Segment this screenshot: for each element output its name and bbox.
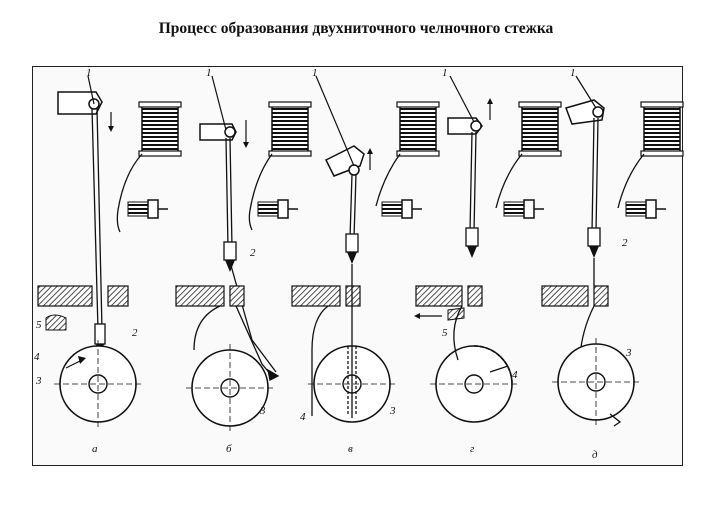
bobbin-spool [138,101,182,157]
thread-loop [579,258,595,357]
stage-letter: в [348,443,353,455]
label-1: 1 [570,67,576,79]
bobbin-spool [268,101,312,157]
stage-b: 1 2 3 б [175,67,312,455]
bobbin-spool [518,101,562,157]
take-up-lever-1 [57,75,103,115]
label-1: 1 [442,67,448,79]
label-5: 5 [442,327,448,339]
take-up-lever-1 [447,75,483,135]
arrow-icon [243,120,249,148]
needle-2 [345,233,359,264]
rotating-hook-3 [186,344,274,432]
rotating-hook-3 [54,340,142,428]
take-up-lever-1 [199,75,237,141]
take-up-lever-1 [565,75,605,125]
stage-a: 1 2 3 4 5 а [34,67,182,455]
stage-letter: б [226,443,232,455]
thread-loop [193,305,280,381]
label-2: 2 [622,237,628,249]
rotating-hook-3 [552,338,640,427]
label-2: 2 [250,247,256,259]
label-1: 1 [312,67,318,79]
rotating-hook-3 [430,345,518,423]
stage-letter: а [92,443,98,455]
tension-spring [625,199,666,219]
needle-2 [465,227,479,258]
needle-2 [587,227,601,258]
bobbin-spool [396,101,440,157]
tension-spring [503,199,544,219]
label-1: 1 [206,67,212,79]
thread-loop [311,264,357,418]
diagram-title: Процесс образования двухниточного челноч… [158,20,554,37]
label-2: 2 [132,327,138,339]
fabric-layers [415,285,483,307]
label-3: 3 [259,405,266,417]
upper-thread [349,153,401,239]
label-4: 4 [512,369,518,381]
bobbin-spool [640,101,684,157]
label-4: 4 [34,351,40,363]
fabric-layers [37,285,129,307]
thread-loop [453,305,463,361]
stage-v: 1 3 4 в [291,67,440,455]
label-3: 3 [389,405,396,417]
label-1: 1 [86,67,92,79]
stage-letter: г [470,443,475,455]
needle-2 [223,241,237,272]
upper-thread [469,131,523,233]
fabric-layers [175,285,245,307]
shuttle-hook [45,314,67,331]
label-5: 5 [36,319,42,331]
upper-thread [591,117,645,233]
stage-d: 1 2 3 д [541,67,684,461]
label-3: 3 [625,347,632,359]
upper-thread [91,107,143,331]
stage-g: 1 4 5 г [414,67,562,455]
label-3: 3 [35,375,42,387]
take-up-lever-1 [315,75,365,177]
tension-spring [381,199,422,219]
arrow-icon [367,148,373,170]
tension-spring [127,199,168,219]
fabric-layers [541,285,609,307]
arrow-icon [487,98,493,120]
stage-letter: д [592,449,598,461]
arrow-icon [108,112,114,132]
label-4: 4 [300,411,306,423]
tension-spring [257,199,298,219]
fabric-layers [291,285,361,307]
